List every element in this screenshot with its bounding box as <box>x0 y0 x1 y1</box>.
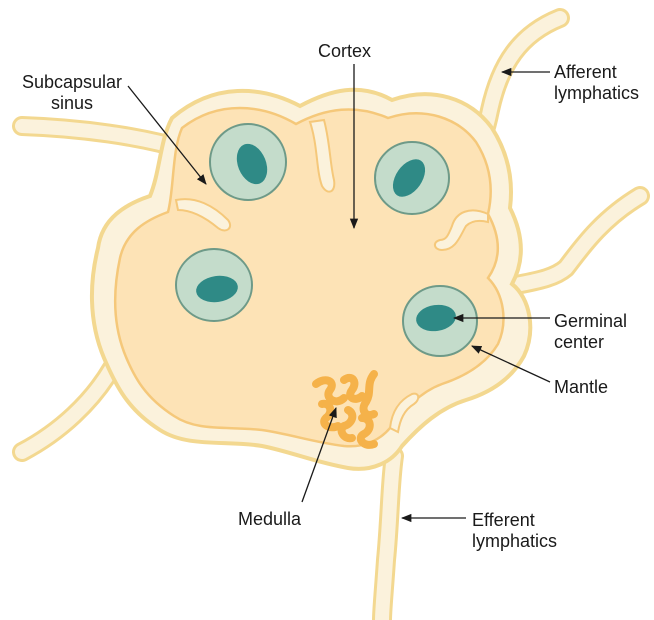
germinal-center-label: Germinal center <box>554 311 627 353</box>
germinal-center-label-line1: Germinal <box>554 311 627 332</box>
afferent-lymphatics-label-line1: Afferent <box>554 62 639 83</box>
subcapsular-sinus-label-line2: sinus <box>10 93 134 114</box>
mantle-label: Mantle <box>554 377 608 398</box>
afferent-lymphatics-label: Afferent lymphatics <box>554 62 639 104</box>
efferent-lymphatics-label: Efferent lymphatics <box>472 510 557 552</box>
subcapsular-sinus-label: Subcapsular sinus <box>10 72 134 114</box>
cortex-label: Cortex <box>318 41 371 62</box>
germinal-center-label-line2: center <box>554 332 627 353</box>
efferent-lymphatics-label-line2: lymphatics <box>472 531 557 552</box>
medulla-label: Medulla <box>238 509 301 530</box>
subcapsular-sinus-label-line1: Subcapsular <box>10 72 134 93</box>
afferent-lymphatics-label-line2: lymphatics <box>554 83 639 104</box>
follicle-top-left <box>210 124 286 200</box>
efferent-lymphatics-label-line1: Efferent <box>472 510 557 531</box>
follicle-left <box>176 249 252 321</box>
follicle-top-right <box>375 142 449 214</box>
follicle-right <box>403 286 477 356</box>
